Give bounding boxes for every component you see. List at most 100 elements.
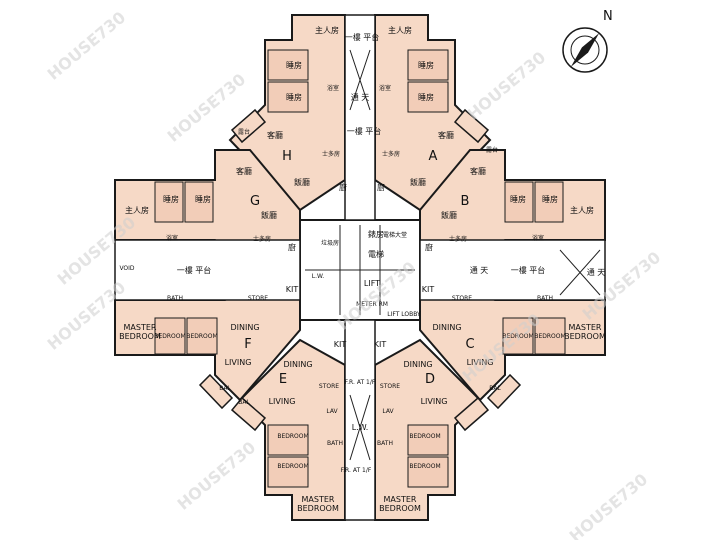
- bath-label: BATH: [537, 295, 553, 302]
- open-void-zh: 通 天: [351, 92, 370, 102]
- master-room-zh: 主人房: [570, 205, 594, 215]
- bathroom-zh: 浴室: [532, 234, 544, 242]
- open-void-zh: 通 天: [587, 267, 606, 277]
- lav-label: LAV: [382, 408, 394, 415]
- bedroom-zh: 睡房: [195, 194, 211, 204]
- unit-label-a: A: [429, 149, 438, 164]
- refuse-room-zh: 垃圾房: [321, 239, 339, 247]
- watermark: HOUSE730: [464, 48, 550, 124]
- open-void-zh: 通 天: [470, 265, 489, 275]
- watermark: HOUSE730: [174, 438, 260, 514]
- living-zh: 客廳: [267, 130, 283, 140]
- kitchen-label: KIT: [334, 340, 347, 349]
- lift-label: LIFT: [364, 279, 380, 288]
- living-zh: 客廳: [470, 166, 486, 176]
- bedroom-label: BEDROOM: [277, 463, 308, 470]
- lift-zh: 電梯: [368, 249, 384, 259]
- void-label: VOID: [119, 265, 134, 272]
- unit-label-f: F: [244, 337, 251, 352]
- lw-label: L.W.: [352, 423, 369, 432]
- living-zh: 客廳: [236, 166, 252, 176]
- unit-label-c: C: [465, 337, 474, 352]
- podium-zh: 一樓 平台: [347, 126, 382, 136]
- master-bedroom-label: BEDROOM: [564, 332, 606, 341]
- master-room-zh: 主人房: [315, 25, 339, 35]
- kitchen-zh: 廚: [425, 242, 433, 252]
- bedroom-label: BEDROOM: [277, 433, 308, 440]
- store-room-zh: 士多房: [449, 235, 467, 243]
- meter-room-label: METER RM: [356, 301, 388, 308]
- dining-zh: 飯廳: [294, 177, 310, 187]
- bedroom-label: BEDROOM: [409, 433, 440, 440]
- bedroom-zh: 睡房: [542, 194, 558, 204]
- podium-zh: 一樓 平台: [177, 265, 212, 275]
- store-room-zh: 士多房: [253, 235, 271, 243]
- kitchen-label: KIT: [374, 340, 387, 349]
- unit-label-b: B: [461, 194, 470, 209]
- bathroom-zh: 浴室: [166, 234, 178, 242]
- balcony-zh: 露台: [238, 128, 250, 136]
- bedroom-zh: 睡房: [163, 194, 179, 204]
- bedroom-zh: 睡房: [510, 194, 526, 204]
- bedroom-zh: 睡房: [418, 60, 434, 70]
- bedroom-label: BEDROOM: [534, 333, 565, 340]
- central-core: [114, 14, 606, 521]
- bedroom-zh: 睡房: [286, 60, 302, 70]
- dining-label: DINING: [230, 323, 259, 332]
- meter-room-zh: 錶房: [368, 229, 384, 239]
- podium-zh: 一樓 平台: [345, 32, 380, 42]
- unit-label-e: E: [279, 372, 287, 387]
- balcony-label: BAL: [219, 385, 231, 392]
- kitchen-zh: 廚: [339, 182, 347, 192]
- master-room-zh: 主人房: [388, 25, 412, 35]
- bedroom-zh: 睡房: [418, 92, 434, 102]
- lift-lobby-zh: 電梯大堂: [383, 231, 407, 239]
- unit-label-h: H: [282, 149, 292, 164]
- compass-north-label: N: [603, 9, 613, 24]
- kitchen-zh: 廚: [377, 182, 385, 192]
- compass: N: [562, 9, 613, 73]
- dining-label: DINING: [432, 323, 461, 332]
- room-fills: [154, 49, 566, 488]
- master-bedroom-label: MASTER: [124, 323, 157, 332]
- unit-label-g: G: [250, 194, 260, 209]
- store-room-zh: 士多房: [322, 150, 340, 158]
- master-bedroom-label: MASTER: [384, 495, 417, 504]
- dining-label: DINING: [403, 360, 432, 369]
- kitchen-label: KIT: [286, 285, 299, 294]
- store-label: STORE: [248, 295, 268, 302]
- balcony-zh: 露台: [486, 146, 498, 154]
- store-label: STORE: [380, 383, 400, 390]
- dining-zh: 飯廳: [261, 210, 277, 220]
- dining-zh: 飯廳: [441, 210, 457, 220]
- bedroom-label: BEDROOM: [502, 333, 533, 340]
- fire-room-label: F.R. AT 1/F: [341, 467, 372, 474]
- podium-zh: 一樓 平台: [511, 265, 546, 275]
- lav-label: LAV: [326, 408, 338, 415]
- watermark: HOUSE730: [566, 470, 652, 540]
- master-bedroom-label: MASTER: [569, 323, 602, 332]
- bedroom-zh: 睡房: [286, 92, 302, 102]
- master-bedroom-label: BEDROOM: [297, 504, 339, 513]
- unit-label-d: D: [425, 372, 435, 387]
- living-label: LIVING: [225, 358, 252, 367]
- living-label: LIVING: [269, 397, 296, 406]
- store-label: STORE: [319, 383, 339, 390]
- dining-label: DINING: [283, 360, 312, 369]
- bedroom-label: BEDROOM: [186, 333, 217, 340]
- living-label: LIVING: [467, 358, 494, 367]
- bathroom-zh: 浴室: [327, 84, 339, 92]
- store-room-zh: 士多房: [382, 150, 400, 158]
- lw-label: L.W.: [312, 273, 324, 280]
- kitchen-label: KIT: [422, 285, 435, 294]
- dining-zh: 飯廳: [410, 177, 426, 187]
- balcony-label: BAL: [489, 385, 501, 392]
- bath-label: BATH: [327, 440, 343, 447]
- master-room-zh: 主人房: [125, 205, 149, 215]
- bedroom-label: BEDROOM: [409, 463, 440, 470]
- master-bedroom-label: BEDROOM: [379, 504, 421, 513]
- lift-lobby-label: LIFT LOBBY: [387, 311, 421, 318]
- bath-label: BATH: [377, 440, 393, 447]
- bedroom-label: BEDROOM: [154, 333, 185, 340]
